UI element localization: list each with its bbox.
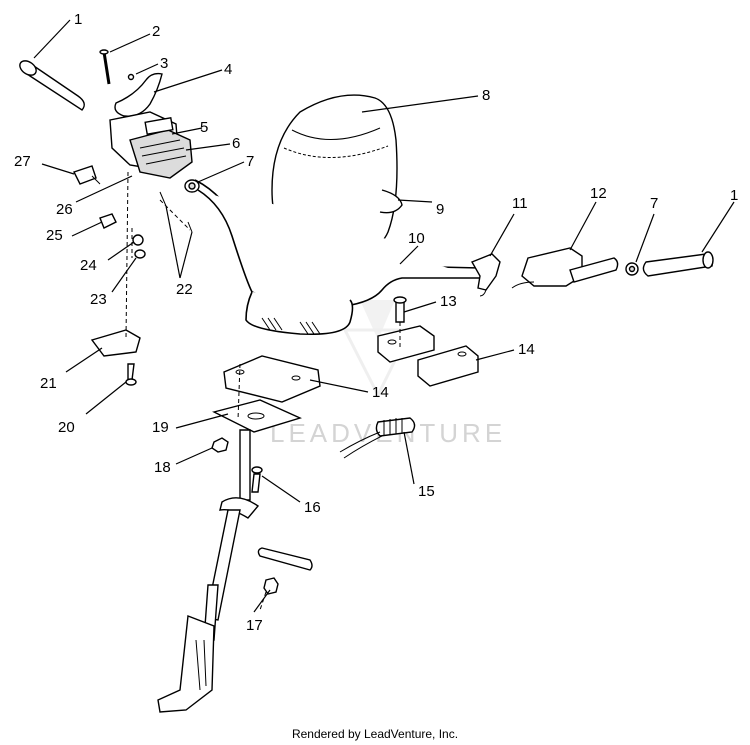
callout-5: 5 (200, 119, 208, 136)
tube (257, 547, 313, 595)
grommet (132, 234, 144, 246)
callout-1a: 1 (74, 11, 82, 28)
master-cylinder (511, 247, 619, 289)
heater-wire-coil (339, 417, 416, 459)
callout-13: 13 (440, 293, 457, 310)
left-grip (19, 60, 85, 111)
callout-23: 23 (90, 291, 107, 308)
watermark-logo (342, 300, 413, 399)
callout-15: 15 (418, 483, 435, 500)
callout-26: 26 (56, 201, 73, 218)
nut (211, 437, 229, 453)
callout-24: 24 (80, 257, 97, 274)
footer-credit: Rendered by LeadVenture, Inc. (292, 727, 458, 741)
throttle-lever (114, 72, 163, 117)
callouts: 1 2 3 4 5 6 7 8 9 10 11 12 7 1 13 14 14 … (14, 11, 738, 634)
post-bolt (251, 466, 263, 493)
right-grip (642, 251, 714, 277)
callout-1b: 1 (730, 187, 738, 204)
callout-7b: 7 (650, 195, 658, 212)
leader-lines (33, 19, 735, 613)
callout-16: 16 (304, 499, 321, 516)
bar-end-left (184, 179, 200, 193)
callout-14b: 14 (372, 384, 389, 401)
callout-17: 17 (246, 617, 263, 634)
bar-end-right (625, 262, 639, 276)
callout-11: 11 (512, 195, 528, 212)
callout-2: 2 (152, 23, 160, 40)
lower-clamp (223, 355, 321, 403)
callout-10: 10 (408, 230, 425, 247)
housing-screws (159, 191, 193, 233)
callout-3: 3 (160, 55, 168, 72)
steering-post (157, 429, 260, 713)
callout-25: 25 (46, 227, 63, 244)
callout-22: 22 (176, 281, 193, 298)
callout-27: 27 (14, 153, 31, 170)
mounting-plate (212, 399, 302, 433)
switch-connector (73, 165, 97, 185)
brake-lever (470, 253, 501, 297)
clamp-bolt (393, 296, 407, 323)
callout-8: 8 (482, 87, 490, 104)
callout-7a: 7 (246, 153, 254, 170)
bushing (99, 213, 117, 229)
callout-21: 21 (40, 375, 57, 392)
upper-clamp (377, 325, 479, 387)
callout-18: 18 (154, 459, 171, 476)
windshield (271, 94, 403, 252)
screw-small (127, 73, 135, 81)
callout-12: 12 (590, 185, 607, 202)
bracket (90, 329, 141, 357)
callout-9: 9 (436, 201, 444, 218)
handlebar (194, 179, 481, 336)
callout-6: 6 (232, 135, 240, 152)
switch-housing (109, 111, 193, 179)
washer (134, 249, 146, 259)
callout-19: 19 (152, 419, 169, 436)
callout-20: 20 (58, 419, 75, 436)
callout-14a: 14 (518, 341, 535, 358)
callout-4: 4 (224, 61, 232, 78)
pin (99, 49, 111, 85)
bracket-screw (125, 363, 137, 386)
